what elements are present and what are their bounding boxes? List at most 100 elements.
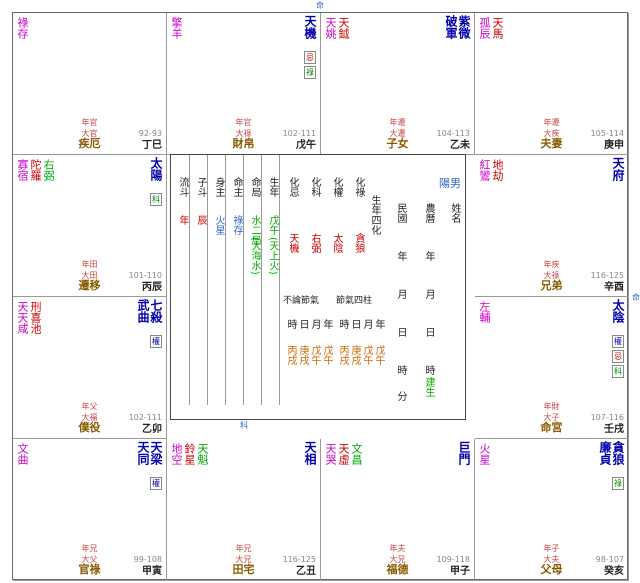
palace-name[interactable]: 官祿 <box>78 563 101 576</box>
main-star: 太陰 <box>611 299 625 323</box>
palace-name[interactable]: 疾厄 <box>78 137 101 150</box>
minor-star: 天馬 <box>491 17 504 39</box>
palace-ganzhi: 乙丑 <box>296 566 316 577</box>
palace-tag: 年父大福 <box>81 402 98 422</box>
minor-stars: 火星 <box>478 443 491 465</box>
palace-name[interactable]: 命宮 <box>540 421 563 434</box>
sizhu-label: 節氣四柱 <box>336 296 373 306</box>
transform-badge: 權 <box>150 335 162 348</box>
minor-star: 文曲 <box>16 443 29 465</box>
minor-stars: 左輔 <box>478 301 491 323</box>
main-star: 天相 <box>303 441 317 465</box>
main-stars: 天機 <box>303 15 317 39</box>
transform-badges: 祿 <box>612 475 624 490</box>
center-cell: 日 <box>297 319 308 329</box>
center-cell: 庚戌 <box>297 345 308 365</box>
main-star: 破軍 <box>444 15 458 39</box>
center-divider <box>189 155 190 405</box>
center-cell: 時 <box>395 365 406 375</box>
minor-star: 地劫 <box>491 159 504 181</box>
palace-tag: 年疾大祿 <box>543 260 560 280</box>
center-cell: 生年 <box>267 177 278 197</box>
center-divider <box>279 155 280 405</box>
main-stars: 天相 <box>303 441 317 465</box>
minor-stars: 寡宿陀羅右弼 <box>16 159 55 181</box>
transform-badges: 權 <box>150 475 162 490</box>
center-cell: 月 <box>309 319 320 329</box>
center-cell: 戊午 <box>267 215 278 235</box>
palace-age-range: 92-93 <box>138 129 162 138</box>
palace-name[interactable]: 兄弟 <box>540 279 563 292</box>
main-stars: 天府 <box>611 157 625 181</box>
minor-stars: 天哭天虛文昌 <box>324 443 363 465</box>
minor-stars: 紅鸞地劫 <box>478 159 504 181</box>
palace-ganzhi: 壬戌 <box>604 424 624 435</box>
palace-tag: 年田大田 <box>81 260 98 280</box>
palace-name[interactable]: 子女 <box>386 137 409 150</box>
center-divider <box>207 155 208 405</box>
palace-age-range: 101-110 <box>128 271 162 280</box>
palace-age-range: 104-113 <box>436 129 470 138</box>
minor-star: 刑喜池 <box>29 301 42 334</box>
palace-ganzhi: 戊午 <box>296 140 316 151</box>
palace-name[interactable]: 福德 <box>386 563 409 576</box>
center-cell: 丙戌 <box>285 345 296 365</box>
gender-label: 陽男 <box>439 177 461 190</box>
main-stars: 廉貞貪狼 <box>598 441 625 465</box>
center-cell: 日 <box>349 319 360 329</box>
palace-age-range: 98-107 <box>595 555 624 564</box>
main-star: 天機 <box>303 15 317 39</box>
palace-tag: 年遷大疾 <box>543 118 560 138</box>
palace-name[interactable]: 僕役 <box>78 421 101 434</box>
minor-star: 火星 <box>478 443 491 465</box>
palace-name[interactable]: 父母 <box>540 563 563 576</box>
main-star: 巨門 <box>457 441 471 465</box>
palace-ganzhi: 丙辰 <box>142 282 162 293</box>
main-star: 天府 <box>611 157 625 181</box>
palace-age-range: 102-111 <box>282 129 316 138</box>
center-cell: 身主 <box>213 177 224 197</box>
center-cell: 祿存 <box>231 215 242 235</box>
palace-name[interactable]: 財帛 <box>232 137 255 150</box>
center-cell: (大海水) <box>249 237 260 275</box>
main-stars: 天同天梁 <box>136 441 163 465</box>
palace-age-range: 102-111 <box>128 413 162 422</box>
transform-badges: 權忌科 <box>612 333 624 378</box>
center-cell: 庚戌 <box>349 345 360 365</box>
center-cell: 戊午 <box>309 345 320 365</box>
palace-name[interactable]: 遷移 <box>78 279 101 292</box>
center-cell: 生年四化 <box>369 195 380 235</box>
palace-tag: 年兄大兄 <box>235 544 252 564</box>
minor-star: 文昌 <box>350 443 363 465</box>
minor-star: 左輔 <box>478 301 491 323</box>
center-cell: 姓名 <box>449 203 460 223</box>
center-cell: 月 <box>395 289 406 299</box>
minor-star: 地空 <box>170 443 183 465</box>
main-star: 貪狼 <box>611 441 625 465</box>
transform-badges: 科 <box>150 191 162 206</box>
center-cell: 右弼 <box>309 233 320 253</box>
main-stars: 太陰 <box>611 299 625 323</box>
palace-name[interactable]: 田宅 <box>232 563 255 576</box>
palace-name[interactable]: 夫妻 <box>540 137 563 150</box>
minor-star: 擎羊 <box>170 17 183 39</box>
minor-star: 天姚 <box>324 17 337 39</box>
center-divider <box>225 155 226 405</box>
minor-star: 天天咸 <box>16 301 29 334</box>
center-cell: 命主 <box>231 177 242 197</box>
center-cell: 化科 <box>309 177 320 197</box>
main-star: 七殺 <box>149 299 163 323</box>
